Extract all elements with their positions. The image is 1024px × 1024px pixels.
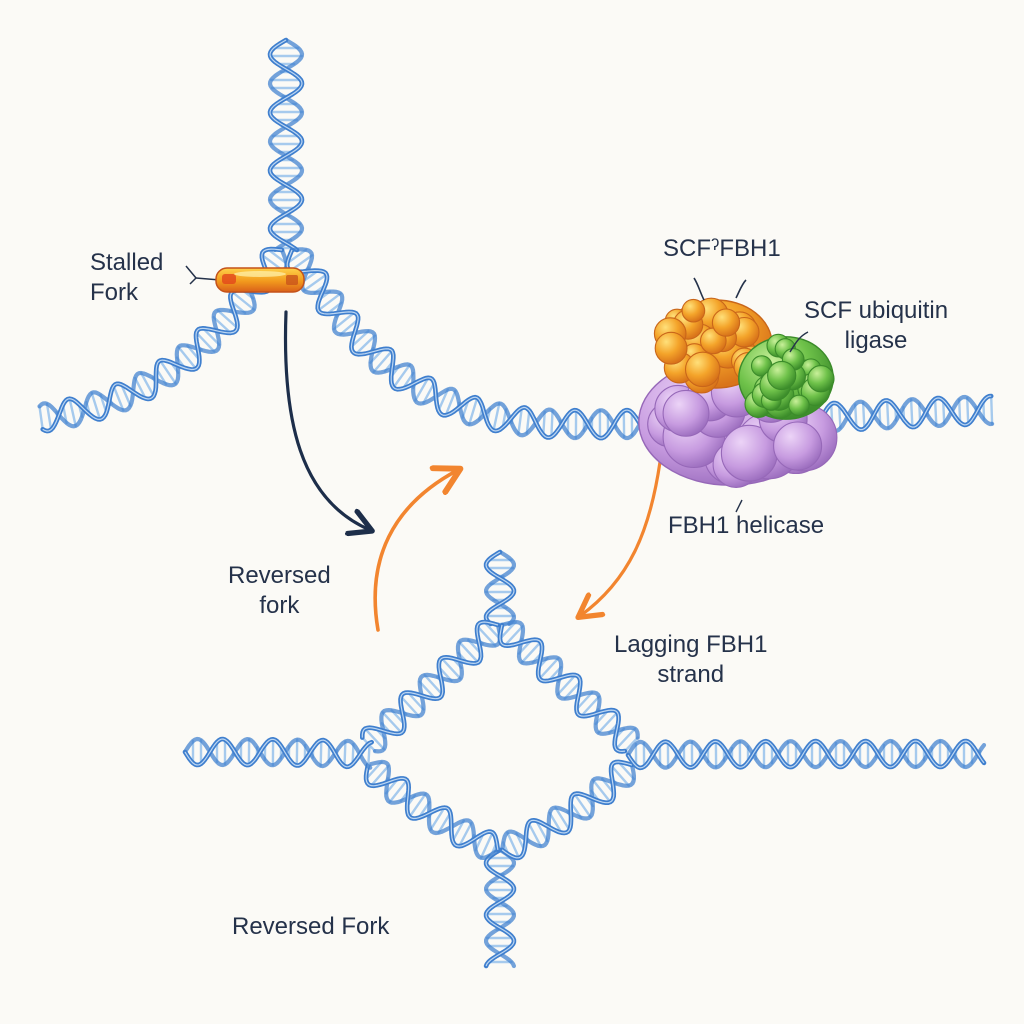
reversed-fork-left-duplex-strand-back: [182, 736, 373, 770]
label-ubiquitin-ligase: SCF ubiquitin ligase: [804, 297, 949, 354]
helicase-pointer: [735, 499, 743, 513]
reversed-fork-upper-right: [497, 619, 640, 754]
reversed-fork-lower-right-strand-highlight: [501, 761, 633, 859]
reversed-fork-bottom-stem-strand-back: [484, 847, 516, 969]
reversed-fork-right-duplex-strand-back: [625, 738, 987, 770]
arrow-fbh1-to-lagging-strand: [580, 460, 662, 616]
ligase-pointer: [789, 331, 809, 353]
reversed-fork-lower-left-strand-highlight: [365, 764, 499, 850]
label-fbh1-helicase: FBH1 helicase: [668, 512, 825, 539]
reversed-fork-top-stem-strand-highlight: [485, 551, 515, 625]
scf-ubiquitin-ligase-subunit: [738, 333, 835, 420]
dna-helices: [37, 37, 995, 969]
label-lagging-strand: Lagging FBH1 strand: [614, 631, 768, 688]
reversed-fork-upper-right-strand-highlight: [499, 624, 626, 753]
reversed-fork-left-duplex: [182, 736, 374, 770]
stalled-fork-stem: [267, 37, 305, 253]
reversed-fork-lower-right: [499, 759, 636, 861]
label-reversed-fork-mid: Reversed fork: [228, 562, 331, 619]
scf-fbh1-complex: [638, 277, 838, 513]
stalled-fork-right-arm-strand-highlight: [286, 249, 992, 439]
lesion-stalled-fork: [185, 265, 305, 293]
arrow-reversed-to-stalled: [373, 470, 458, 632]
reversed-fork-top-stem: [483, 549, 517, 627]
complex-antenna-left: [693, 277, 705, 301]
reversed-fork-upper-left: [360, 619, 503, 754]
reversed-fork-bottom-stem: [483, 847, 517, 969]
reversed-fork-right-duplex-strand-front: [625, 738, 987, 771]
reversed-fork-left-duplex-strand-highlight: [184, 738, 372, 768]
reversed-fork-right-duplex: [625, 738, 987, 771]
arrow-stalled-to-reversed: [283, 310, 370, 530]
stalled-fork-right-arm-strand-back: [289, 247, 995, 441]
label-stalled-fork: Stalled Fork: [90, 249, 164, 306]
reversed-fork-top-stem-strand-back: [484, 549, 516, 627]
label-complex-title: SCFˀFBH1: [663, 235, 781, 262]
reversed-fork-lower-left: [363, 759, 501, 860]
stalled-fork-stem-strand-highlight: [269, 39, 303, 251]
stalled-fork-stem-rungs: [268, 46, 304, 250]
reversed-fork-right-duplex-strand-highlight: [627, 740, 985, 769]
reversed-fork-upper-left-strand-highlight: [361, 621, 499, 738]
reversed-fork-upper-right-strand-back: [499, 619, 640, 740]
reversed-fork-upper-left-strand-back: [372, 622, 503, 754]
label-reversed-fork-bottom: Reversed Fork: [232, 913, 390, 940]
reaction-arrows: [283, 310, 662, 632]
reversed-fork-bottom-stem-strand-highlight: [485, 849, 515, 967]
complex-antenna-right: [735, 279, 747, 299]
